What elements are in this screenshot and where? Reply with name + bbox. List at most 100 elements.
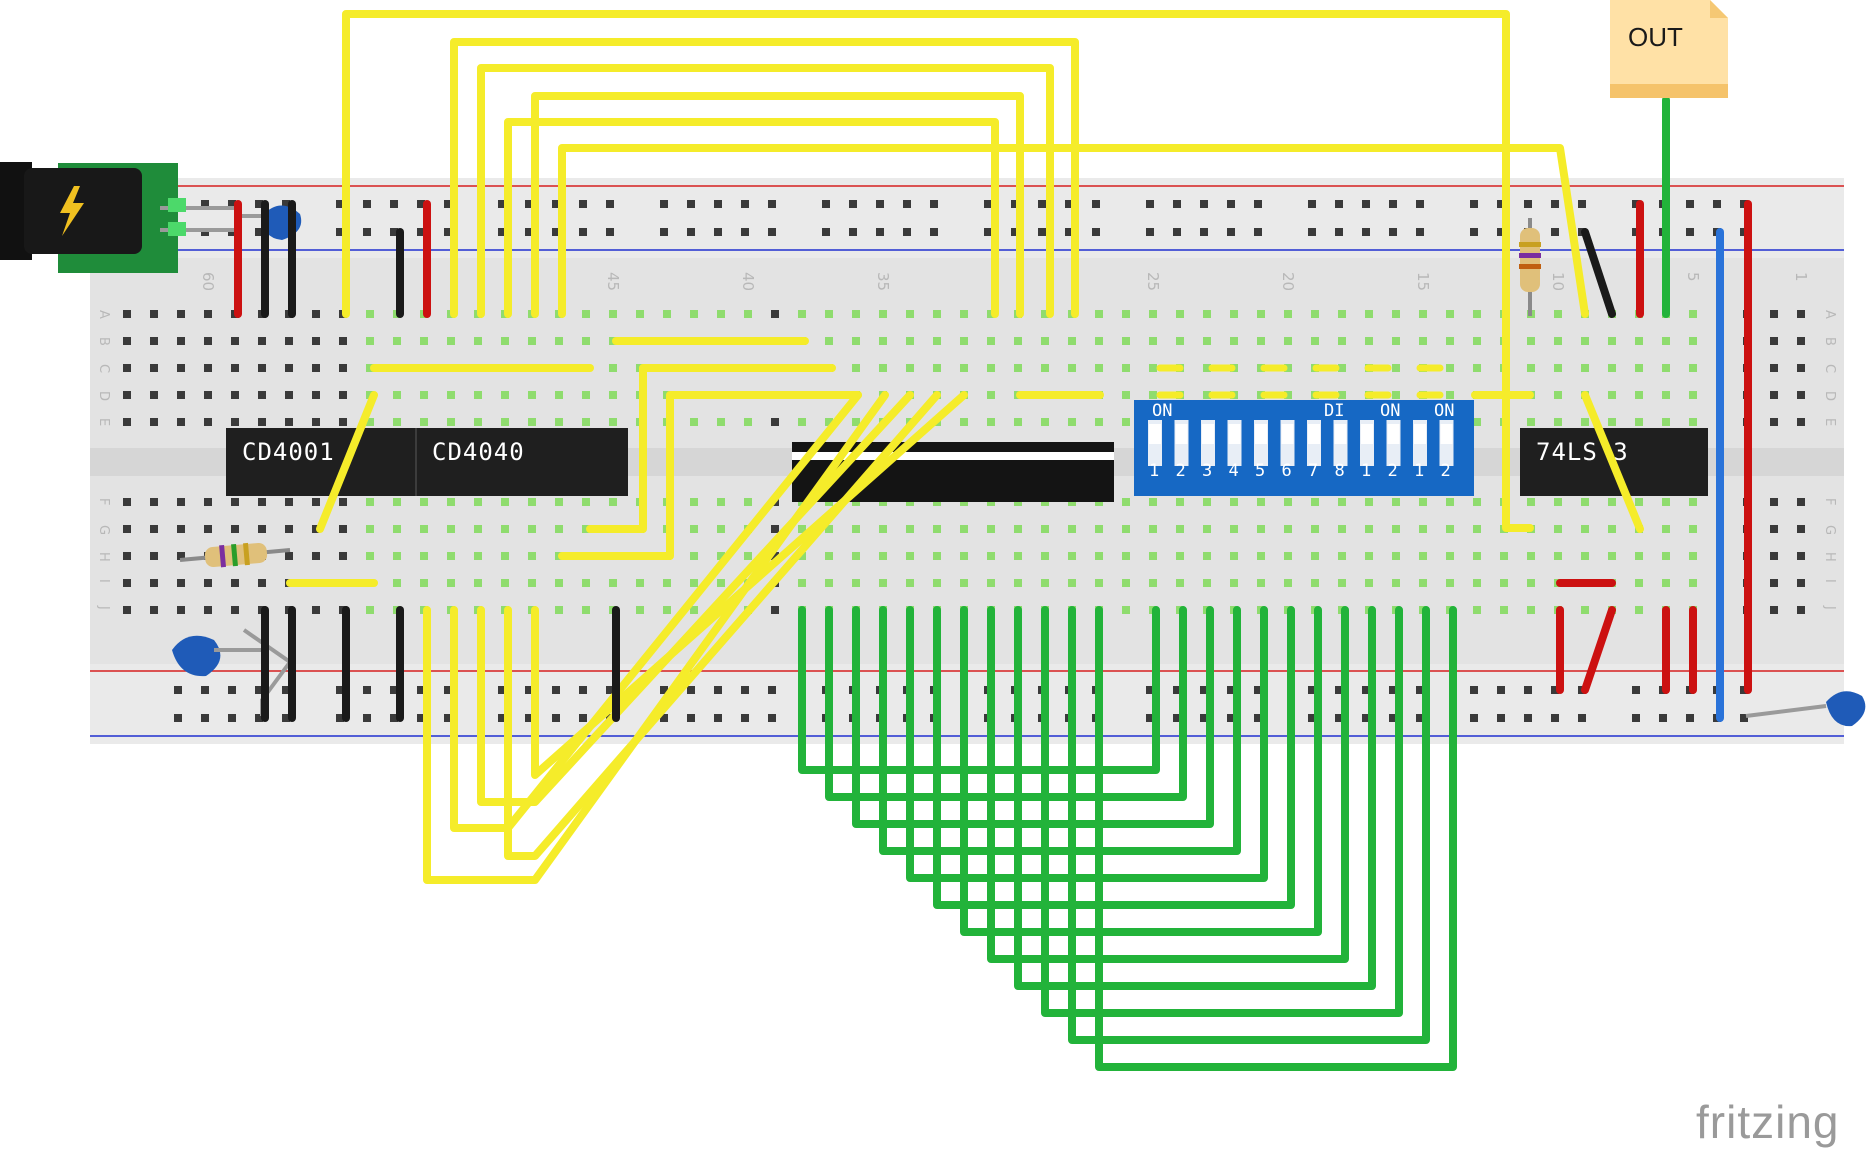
column-number: 35	[874, 272, 892, 291]
breadboard-hole	[204, 579, 212, 587]
breadboard-hole-active	[609, 391, 617, 399]
breadboard-hole	[1200, 714, 1208, 722]
breadboard-hole-active	[1338, 525, 1346, 533]
breadboard-hole	[1362, 200, 1370, 208]
column-number: 10	[1549, 272, 1567, 291]
breadboard-hole	[1335, 228, 1343, 236]
breadboard-hole-active	[1473, 418, 1481, 426]
breadboard-hole-active	[528, 579, 536, 587]
breadboard-hole-active	[1392, 364, 1400, 372]
dip-on-label: ON	[1152, 401, 1172, 421]
breadboard-hole	[255, 228, 263, 236]
breadboard-hole-active	[1554, 552, 1562, 560]
breadboard-hole-active	[1176, 310, 1184, 318]
breadboard-hole-active	[447, 525, 455, 533]
breadboard-hole-active	[906, 337, 914, 345]
breadboard-hole-active	[1473, 498, 1481, 506]
breadboard-hole	[258, 418, 266, 426]
breadboard-hole-active	[501, 498, 509, 506]
breadboard-hole	[390, 200, 398, 208]
breadboard-hole	[177, 391, 185, 399]
breadboard-hole-active	[609, 310, 617, 318]
breadboard-hole	[714, 228, 722, 236]
breadboard-hole	[1770, 552, 1778, 560]
breadboard-hole	[201, 714, 209, 722]
breadboard-hole	[1524, 714, 1532, 722]
breadboard-hole	[255, 200, 263, 208]
breadboard-hole-active	[1311, 337, 1319, 345]
breadboard-hole-active	[852, 364, 860, 372]
dip-number: 1	[1149, 461, 1159, 481]
breadboard-hole	[1362, 686, 1370, 694]
dip-number: 2	[1441, 461, 1451, 481]
breadboard-hole-active	[1554, 525, 1562, 533]
breadboard-hole-active	[825, 552, 833, 560]
breadboard-hole-active	[960, 579, 968, 587]
breadboard-hole-active	[1662, 391, 1670, 399]
breadboard-hole	[714, 686, 722, 694]
breadboard-hole	[1797, 606, 1805, 614]
breadboard-hole	[1254, 228, 1262, 236]
breadboard-hole	[525, 686, 533, 694]
breadboard-hole-active	[1419, 337, 1427, 345]
breadboard-hole-active	[1149, 391, 1157, 399]
breadboard-hole-active	[393, 525, 401, 533]
breadboard-hole-active	[1419, 525, 1427, 533]
breadboard-hole	[552, 686, 560, 694]
jack-pin	[168, 198, 186, 212]
breadboard-hole-active	[420, 525, 428, 533]
breadboard-hole	[339, 391, 347, 399]
breadboard-hole	[687, 228, 695, 236]
breadboard-hole-active	[1230, 337, 1238, 345]
breadboard-hole	[498, 200, 506, 208]
breadboard-hole	[228, 200, 236, 208]
wire	[960, 606, 1322, 936]
dip-toggle-knob	[1175, 424, 1188, 444]
breadboard-hole	[1770, 364, 1778, 372]
power-jack	[0, 162, 242, 273]
breadboard-hole-active	[636, 310, 644, 318]
breadboard-hole	[204, 498, 212, 506]
breadboard-hole	[741, 686, 749, 694]
dip-number: 3	[1202, 461, 1212, 481]
breadboard-hole	[876, 200, 884, 208]
breadboard-hole-active	[825, 579, 833, 587]
breadboard-hole	[204, 418, 212, 426]
breadboard-hole-active	[474, 337, 482, 345]
wire	[987, 606, 1349, 963]
breadboard-hole-active	[1338, 337, 1346, 345]
wire	[558, 144, 1589, 318]
breadboard-hole-active	[1662, 525, 1670, 533]
breadboard-hole	[606, 200, 614, 208]
breadboard-hole	[123, 606, 131, 614]
breadboard-hole	[312, 391, 320, 399]
breadboard-hole-active	[609, 418, 617, 426]
breadboard-hole-active	[1473, 364, 1481, 372]
breadboard-hole	[258, 525, 266, 533]
breadboard-hole-active	[1041, 364, 1049, 372]
breadboard-hole-active	[1689, 498, 1697, 506]
breadboard-hole-active	[852, 310, 860, 318]
breadboard-hole	[1335, 714, 1343, 722]
breadboard-hole-active	[393, 337, 401, 345]
breadboard-hole	[285, 418, 293, 426]
breadboard-hole-active	[1068, 552, 1076, 560]
breadboard-hole-active	[1635, 606, 1643, 614]
breadboard-hole-active	[933, 310, 941, 318]
breadboard-hole-active	[1689, 337, 1697, 345]
breadboard-hole-active	[420, 418, 428, 426]
breadboard-hole-active	[393, 391, 401, 399]
row-letter: H	[96, 552, 111, 562]
breadboard-hole-active	[1068, 418, 1076, 426]
breadboard-hole	[390, 228, 398, 236]
breadboard-hole-active	[906, 552, 914, 560]
breadboard-hole-active	[447, 391, 455, 399]
breadboard-hole-active	[852, 525, 860, 533]
yellow-wires	[286, 10, 1644, 884]
breadboard-hole-active	[1689, 552, 1697, 560]
breadboard-hole-active	[879, 552, 887, 560]
breadboard-hole-active	[1635, 364, 1643, 372]
breadboard-hole	[1770, 606, 1778, 614]
breadboard-hole	[339, 525, 347, 533]
